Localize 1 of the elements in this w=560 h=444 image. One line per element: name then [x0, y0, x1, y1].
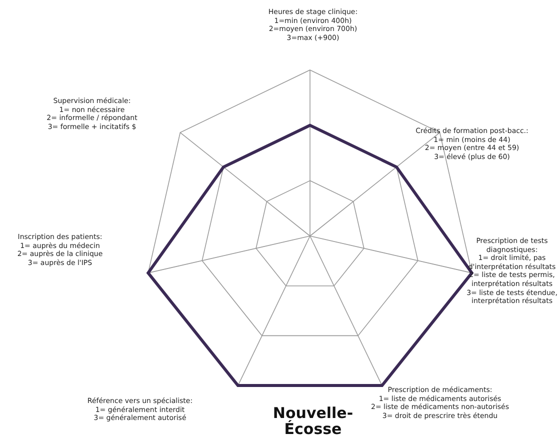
chart-title: Nouvelle-Écosse — [272, 405, 354, 437]
